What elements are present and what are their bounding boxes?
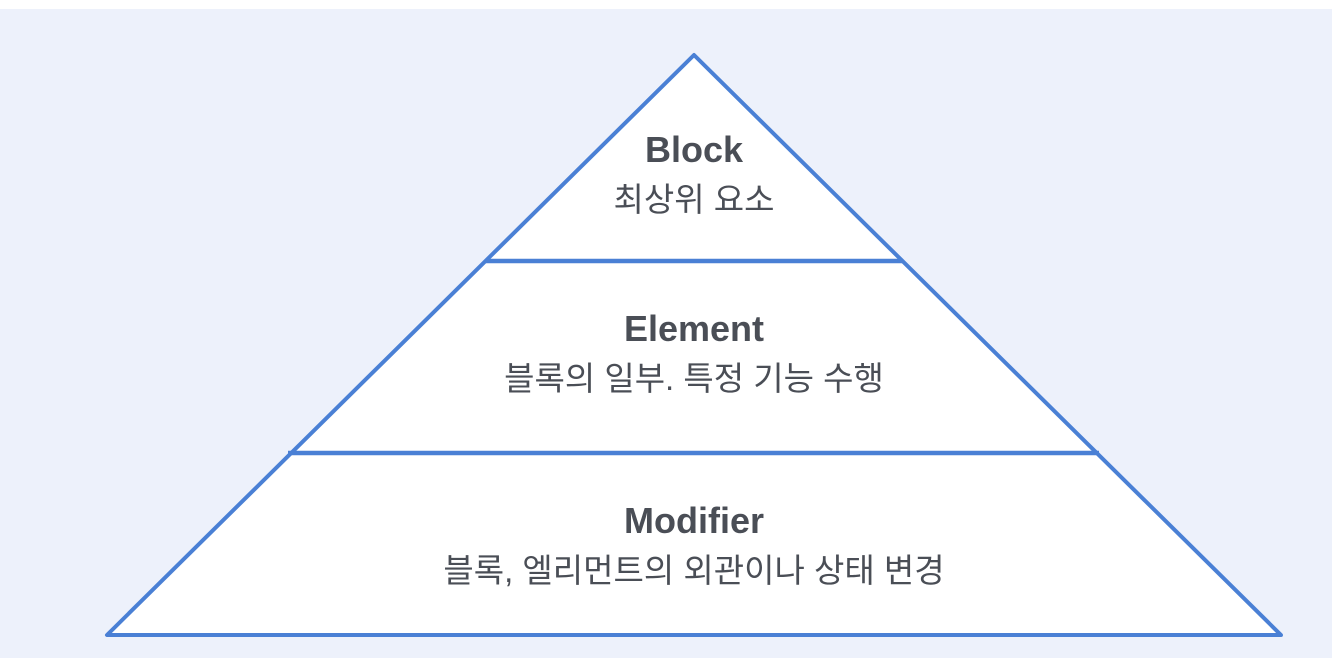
tier-subtitle-element: 블록의 일부. 특정 기능 수행 bbox=[504, 360, 884, 397]
tier-title-block: Block bbox=[644, 129, 744, 170]
tier-title-element: Element bbox=[623, 308, 765, 349]
tier-label-block: Block 최상위 요소 bbox=[614, 125, 775, 225]
tier-label-modifier: Modifier 블록, 엘리먼트의 외관이나 상태 변경 bbox=[443, 496, 944, 596]
top-white-strip bbox=[0, 0, 1332, 9]
tier-title-modifier: Modifier bbox=[624, 500, 764, 541]
tier-subtitle-block: 최상위 요소 bbox=[613, 181, 775, 218]
tier-label-element: Element 블록의 일부. 특정 기능 수행 bbox=[504, 304, 884, 404]
pyramid-outline bbox=[105, 53, 1283, 637]
tier-subtitle-modifier: 블록, 엘리먼트의 외관이나 상태 변경 bbox=[443, 552, 945, 589]
